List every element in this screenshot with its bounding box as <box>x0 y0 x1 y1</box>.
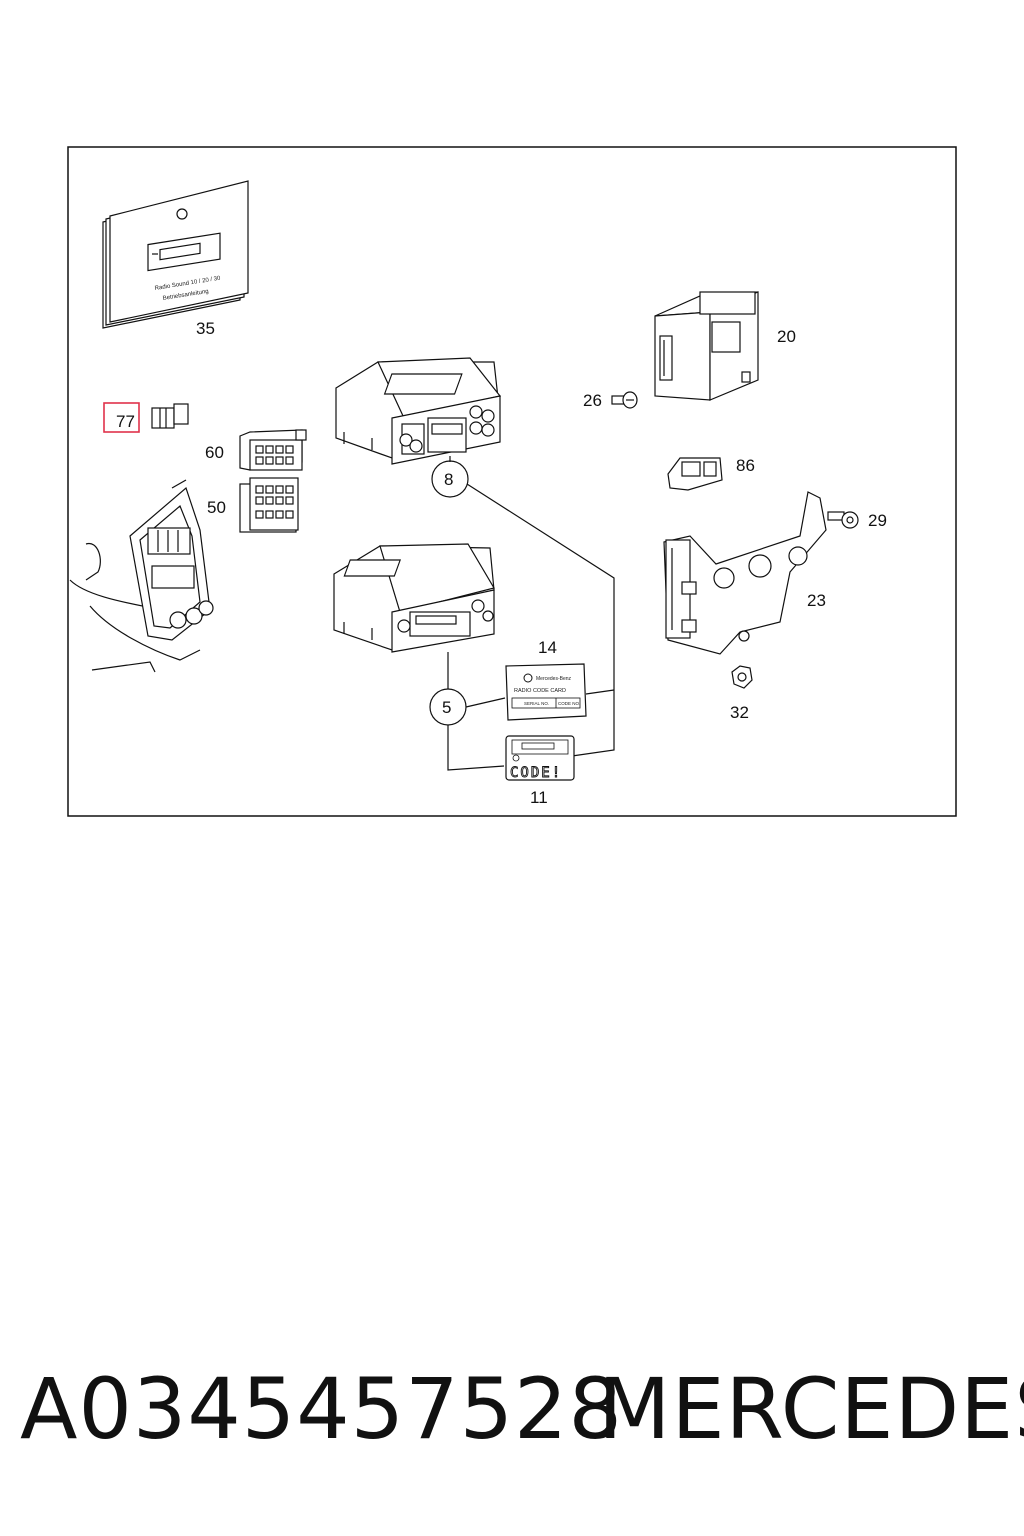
label-86: 86 <box>736 456 755 475</box>
screw-26 <box>611 391 638 409</box>
mounting-bracket-23 <box>663 491 827 655</box>
card-serial-label: SERIAL NO. <box>524 701 549 706</box>
diagram-frame <box>67 146 957 817</box>
brand-name: MERCEDES <box>598 1360 1024 1458</box>
radio-unit-8 <box>335 357 502 465</box>
label-8: 8 <box>444 470 453 489</box>
label-23: 23 <box>807 591 826 610</box>
label-29: 29 <box>868 511 887 530</box>
card-title: RADIO CODE CARD <box>514 688 566 694</box>
clip-86 <box>667 457 723 491</box>
label-35: 35 <box>196 319 215 338</box>
label-5: 5 <box>442 698 451 717</box>
radio-code-card-14: Mercedes-Benz RADIO CODE CARD SERIAL NO.… <box>505 663 587 721</box>
card-code-label: CODE NO. <box>558 701 580 706</box>
nut-32 <box>731 665 753 689</box>
control-module <box>654 291 759 401</box>
code-sticker-text: CODE! <box>510 765 562 781</box>
highlight-box-77 <box>103 402 140 433</box>
label-60: 60 <box>205 443 224 462</box>
connector-60 <box>239 429 307 471</box>
connector-77 <box>151 403 189 429</box>
label-26: 26 <box>583 391 602 410</box>
label-20: 20 <box>777 327 796 346</box>
label-11: 11 <box>530 788 548 807</box>
bolt-29 <box>827 511 859 529</box>
radio-unit-5 <box>333 543 495 653</box>
leader-lines <box>447 483 615 771</box>
label-32: 32 <box>730 703 749 722</box>
connector-50 <box>239 477 299 533</box>
manual-booklet: Radio Sound 10 / 20 / 30 Betriebsanleitu… <box>102 180 249 329</box>
label-77: 77 <box>116 412 135 431</box>
label-14: 14 <box>538 638 557 657</box>
parts-diagram: Radio Sound 10 / 20 / 30 Betriebsanleitu… <box>67 146 957 817</box>
label-50: 50 <box>207 498 226 517</box>
code-sticker-11: CODE! <box>505 735 575 781</box>
footer: A0345457528 MERCEDES <box>0 1360 1024 1480</box>
card-brand: Mercedes-Benz <box>536 676 572 682</box>
dashboard-bezel <box>69 479 214 673</box>
part-number: A0345457528 <box>20 1360 623 1458</box>
